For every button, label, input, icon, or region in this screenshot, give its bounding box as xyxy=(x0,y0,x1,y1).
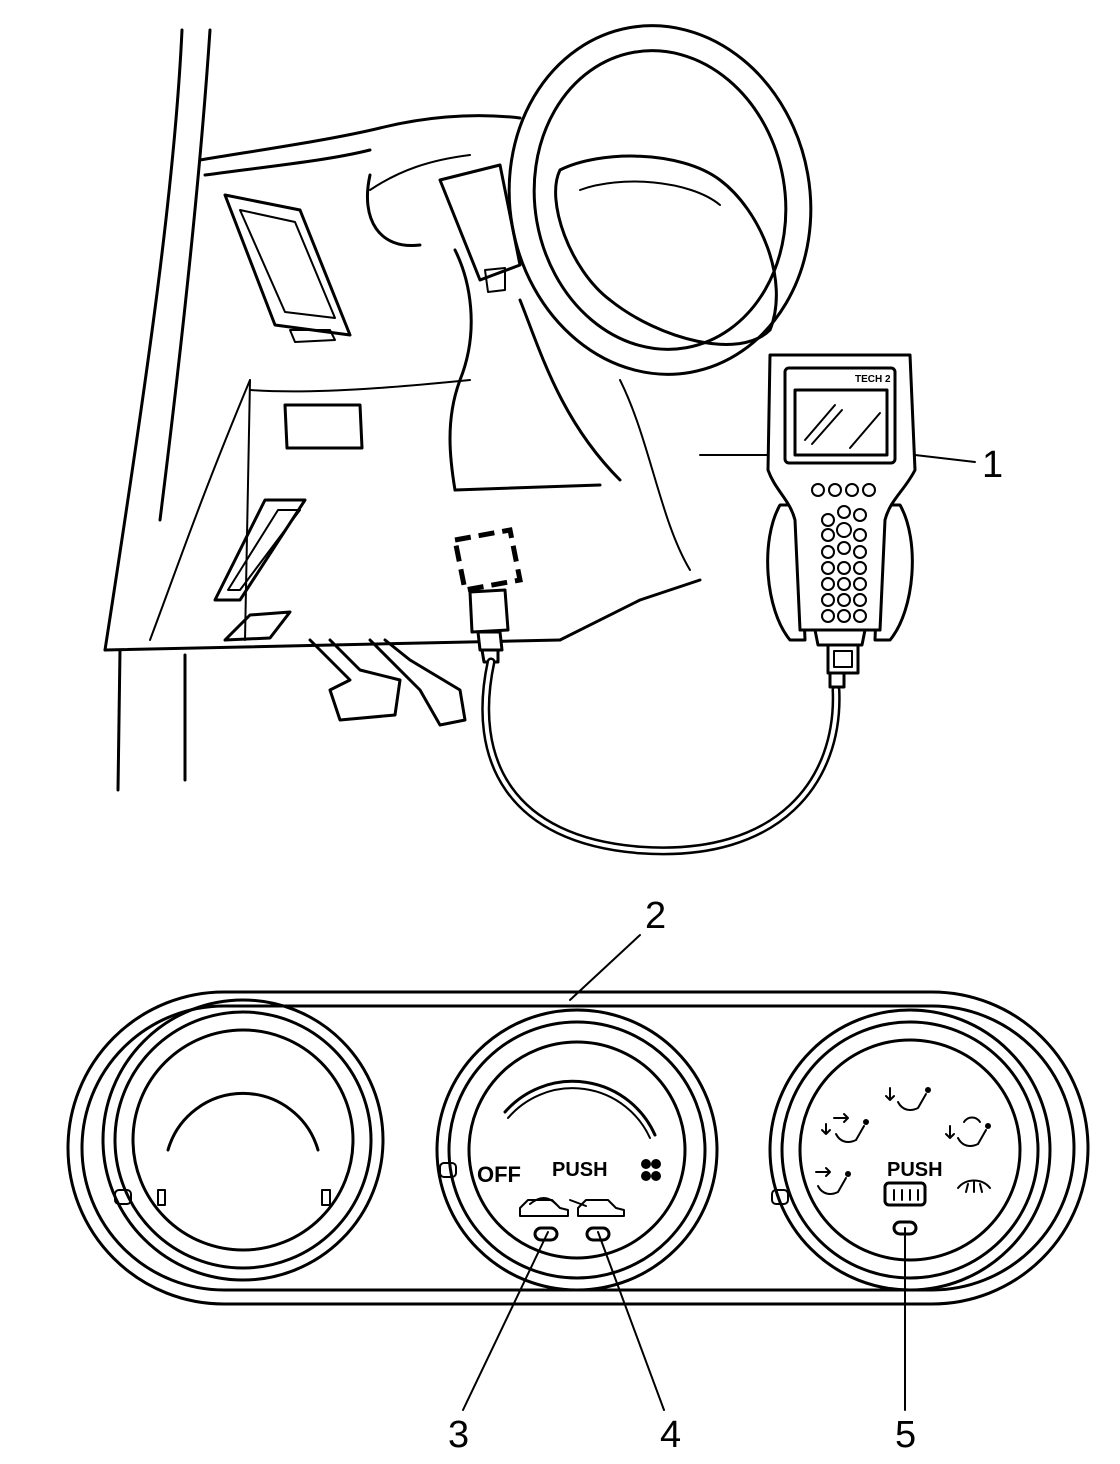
center-knob: OFF PUSH xyxy=(435,1008,719,1292)
scan-tool-screen-label: TECH 2 xyxy=(855,374,891,385)
right-knob-push-label: PUSH xyxy=(887,1159,943,1181)
center-knob-push-label: PUSH xyxy=(552,1159,608,1181)
callout-5: 5 xyxy=(895,1414,916,1456)
bilevel-mode-icon xyxy=(821,1113,869,1143)
callout-leaders xyxy=(462,454,976,1411)
right-knob: PUSH xyxy=(768,1008,1052,1292)
left-knob xyxy=(101,998,385,1282)
callout-1: 1 xyxy=(982,444,1003,486)
recirculation-car-icon xyxy=(519,1197,569,1217)
vehicle-interior-illustration xyxy=(103,24,813,792)
callout-4: 4 xyxy=(660,1414,681,1456)
callout-3: 3 xyxy=(448,1414,469,1456)
floor-mode-icon xyxy=(885,1087,931,1111)
outside-air-car-icon xyxy=(569,1199,625,1217)
scan-tool: TECH 2 xyxy=(766,353,917,689)
vent-mode-icon xyxy=(815,1167,851,1195)
callout-2: 2 xyxy=(645,895,666,937)
fan-icon xyxy=(641,1159,661,1181)
defrost-mode-icon xyxy=(957,1179,991,1193)
diagnostic-cable xyxy=(481,657,841,856)
floor-defrost-mode-icon xyxy=(945,1116,991,1147)
hvac-control-panel: OFF PUSH xyxy=(66,990,1090,1306)
callout-labels: 1 2 3 4 5 xyxy=(448,444,1003,1456)
center-knob-off-label: OFF xyxy=(477,1162,521,1187)
